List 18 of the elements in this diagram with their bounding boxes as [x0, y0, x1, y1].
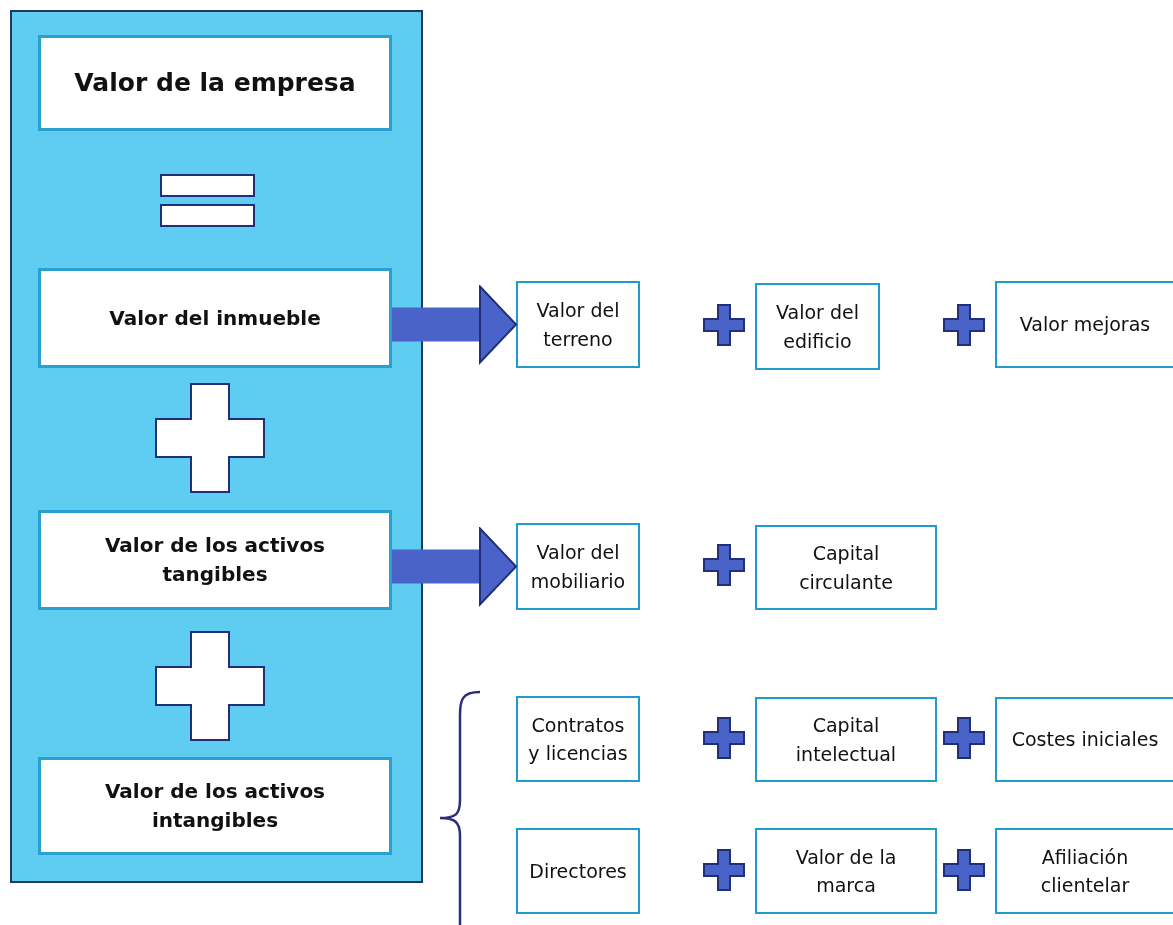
value-box: Valor del inmueble: [38, 268, 392, 368]
value-box: Capital intelectual: [755, 697, 937, 782]
value-box: Capital circulante: [755, 525, 937, 610]
value-box: Valor de la marca: [755, 828, 937, 914]
value-box: Valor de los activos intangibles: [38, 757, 392, 855]
value-box: Valor de la empresa: [38, 35, 392, 131]
value-box: Valor del mobiliario: [516, 523, 640, 610]
value-box: Directores: [516, 828, 640, 914]
value-box: Costes iniciales: [995, 697, 1173, 782]
value-box: Valor del edificio: [755, 283, 880, 370]
value-box: Valor del terreno: [516, 281, 640, 368]
panel-background: [10, 10, 423, 883]
block-arrow: [392, 527, 517, 606]
value-box: Afiliación clientelar: [995, 828, 1173, 914]
value-box: Valor mejoras: [995, 281, 1173, 368]
value-box: Valor de los activos tangibles: [38, 510, 392, 610]
value-box: Contratos y licencias: [516, 696, 640, 782]
block-arrow: [392, 285, 517, 364]
